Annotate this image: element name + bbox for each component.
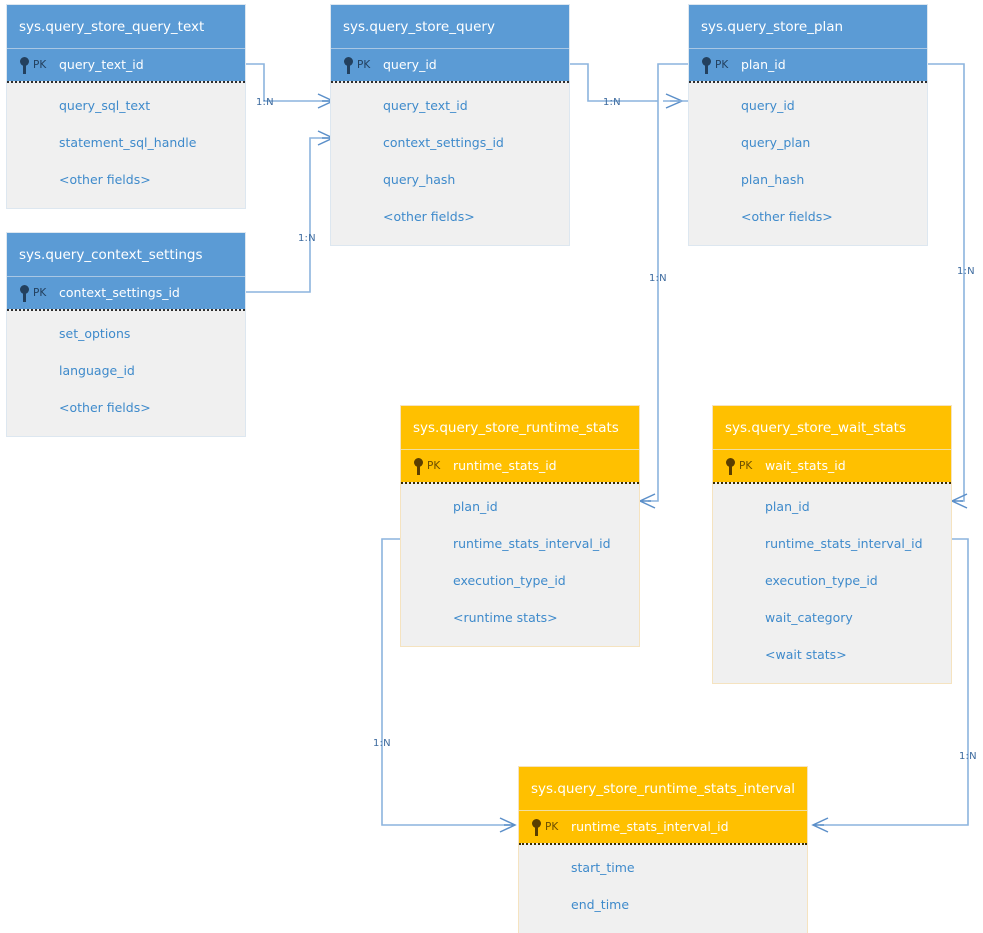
cardinality-label-plan-wait: 1:N bbox=[957, 266, 975, 277]
field-row: query_text_id bbox=[383, 98, 468, 113]
field-row: <wait stats> bbox=[765, 647, 847, 662]
entity-fields: plan_id runtime_stats_interval_id execut… bbox=[401, 482, 639, 646]
entity-title: sys.query_context_settings bbox=[7, 233, 245, 277]
entity-query-store-query[interactable]: sys.query_store_query PK query_id query_… bbox=[330, 4, 570, 246]
key-icon bbox=[20, 285, 30, 302]
field-row: runtime_stats_interval_id bbox=[453, 536, 611, 551]
pk-badge: PK bbox=[545, 821, 559, 833]
cardinality-label-plan-runtime: 1:N bbox=[649, 273, 667, 284]
key-icon bbox=[414, 458, 424, 475]
pk-badge: PK bbox=[715, 59, 729, 71]
field-row: runtime_stats_interval_id bbox=[765, 536, 923, 551]
entity-title: sys.query_store_wait_stats bbox=[713, 406, 951, 450]
entity-fields: query_id query_plan plan_hash <other fie… bbox=[689, 81, 927, 245]
field-row: plan_hash bbox=[741, 172, 805, 187]
entity-fields: set_options language_id <other fields> bbox=[7, 309, 245, 436]
entity-title: sys.query_store_query bbox=[331, 5, 569, 49]
pk-field-name: wait_stats_id bbox=[765, 458, 846, 473]
cardinality-label-text-query: 1:N bbox=[256, 97, 274, 108]
field-row: start_time bbox=[571, 860, 635, 875]
key-icon bbox=[344, 57, 354, 74]
entity-fields: query_text_id context_settings_id query_… bbox=[331, 81, 569, 245]
field-row: end_time bbox=[571, 897, 630, 912]
relationship-plan-to-runtime-stats bbox=[638, 63, 688, 509]
pk-badge: PK bbox=[33, 59, 47, 71]
entity-title: sys.query_store_plan bbox=[689, 5, 927, 49]
field-row: <other fields> bbox=[383, 209, 475, 224]
field-row: language_id bbox=[59, 363, 135, 378]
field-row: <other fields> bbox=[59, 172, 151, 187]
entity-query-store-query-text[interactable]: sys.query_store_query_text PK query_text… bbox=[6, 4, 246, 209]
relationship-context-to-query bbox=[246, 130, 335, 293]
entity-query-store-plan[interactable]: sys.query_store_plan PK plan_id query_id… bbox=[688, 4, 928, 246]
key-icon bbox=[20, 57, 30, 74]
field-row: wait_category bbox=[765, 610, 853, 625]
field-row: execution_type_id bbox=[453, 573, 566, 588]
cardinality-label-query-plan: 1:N bbox=[603, 97, 621, 108]
field-row: query_plan bbox=[741, 135, 811, 150]
primary-key-row[interactable]: PK query_id bbox=[331, 49, 569, 81]
relationship-query-to-plan bbox=[570, 63, 688, 109]
primary-key-row[interactable]: PK runtime_stats_interval_id bbox=[519, 811, 807, 843]
pk-field-name: query_text_id bbox=[59, 57, 144, 72]
cardinality-label-context-query: 1:N bbox=[298, 233, 316, 244]
key-icon bbox=[702, 57, 712, 74]
pk-field-name: context_settings_id bbox=[59, 285, 180, 300]
primary-key-row[interactable]: PK plan_id bbox=[689, 49, 927, 81]
entity-title: sys.query_store_runtime_stats_interval bbox=[519, 767, 807, 811]
pk-badge: PK bbox=[427, 460, 441, 472]
pk-badge: PK bbox=[33, 287, 47, 299]
primary-key-row[interactable]: PK wait_stats_id bbox=[713, 450, 951, 482]
pk-badge: PK bbox=[357, 59, 371, 71]
field-row: <runtime stats> bbox=[453, 610, 558, 625]
key-icon bbox=[726, 458, 736, 475]
field-row: context_settings_id bbox=[383, 135, 504, 150]
field-row: query_sql_text bbox=[59, 98, 151, 113]
pk-field-name: query_id bbox=[383, 57, 437, 72]
entity-fields: query_sql_text statement_sql_handle <oth… bbox=[7, 81, 245, 208]
entity-query-context-settings[interactable]: sys.query_context_settings PK context_se… bbox=[6, 232, 246, 437]
relationship-interval-to-runtime-stats bbox=[381, 538, 517, 833]
primary-key-row[interactable]: PK query_text_id bbox=[7, 49, 245, 81]
pk-field-name: runtime_stats_id bbox=[453, 458, 557, 473]
field-row: plan_id bbox=[765, 499, 810, 514]
entity-fields: start_time end_time bbox=[519, 843, 807, 933]
entity-query-store-wait-stats[interactable]: sys.query_store_wait_stats PK wait_stats… bbox=[712, 405, 952, 684]
pk-field-name: runtime_stats_interval_id bbox=[571, 819, 729, 834]
entity-query-store-runtime-stats-interval[interactable]: sys.query_store_runtime_stats_interval P… bbox=[518, 766, 808, 933]
field-row: query_hash bbox=[383, 172, 456, 187]
relationship-interval-to-wait-stats bbox=[811, 538, 969, 833]
entity-fields: plan_id runtime_stats_interval_id execut… bbox=[713, 482, 951, 683]
pk-badge: PK bbox=[739, 460, 753, 472]
entity-title: sys.query_store_runtime_stats bbox=[401, 406, 639, 450]
field-row: statement_sql_handle bbox=[59, 135, 197, 150]
field-row: plan_id bbox=[453, 499, 498, 514]
field-row: execution_type_id bbox=[765, 573, 878, 588]
primary-key-row[interactable]: PK runtime_stats_id bbox=[401, 450, 639, 482]
key-icon bbox=[532, 819, 542, 836]
field-row: set_options bbox=[59, 326, 131, 341]
field-row: <other fields> bbox=[59, 400, 151, 415]
cardinality-label-interval-wait: 1:N bbox=[959, 751, 977, 762]
field-row: <other fields> bbox=[741, 209, 833, 224]
relationship-plan-to-wait-stats bbox=[928, 63, 968, 509]
cardinality-label-interval-runtime: 1:N bbox=[373, 738, 391, 749]
entity-title: sys.query_store_query_text bbox=[7, 5, 245, 49]
field-row: query_id bbox=[741, 98, 795, 113]
primary-key-row[interactable]: PK context_settings_id bbox=[7, 277, 245, 309]
pk-field-name: plan_id bbox=[741, 57, 786, 72]
entity-query-store-runtime-stats[interactable]: sys.query_store_runtime_stats PK runtime… bbox=[400, 405, 640, 647]
